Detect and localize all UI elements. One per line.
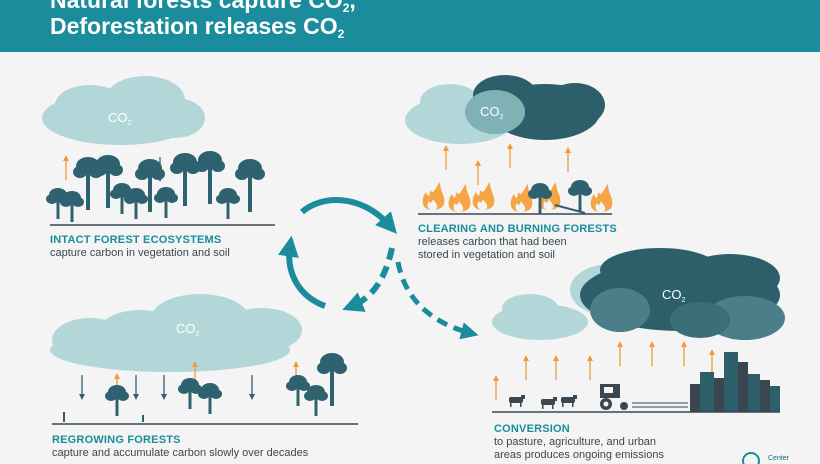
caption-regrowing: REGROWING FORESTS capture and accumulate… — [52, 434, 308, 460]
regrowing-capture-arrow-1 — [78, 374, 86, 401]
burning-arrow-2 — [474, 159, 482, 186]
diagram-canvas: CO2 CO2 — [42, 75, 785, 425]
conversion-fence — [632, 402, 688, 408]
caption-regrowing-line-1: capture and accumulate carbon slowly ove… — [52, 447, 309, 459]
regrowing-co2-label: CO2 — [176, 321, 200, 338]
burning-co2-cloud: CO2 — [405, 75, 605, 144]
conversion-city — [690, 352, 780, 412]
caption-intact-line-1: capture carbon in vegetation and soil — [50, 247, 230, 259]
caption-burning-line-2: stored in vegetation and soil — [418, 249, 555, 261]
burning-fallen-trees — [528, 180, 592, 214]
burning-co2-label: CO2 — [480, 104, 504, 121]
conversion-arrow-3 — [552, 354, 560, 381]
conversion-co2-label: CO2 — [662, 287, 686, 304]
caption-conversion: CONVERSION to pasture, agriculture, and … — [494, 423, 664, 462]
conversion-arrow-8 — [708, 348, 716, 375]
conversion-livestock — [509, 395, 577, 409]
conversion-arrow-1 — [492, 374, 500, 401]
logo-ring-icon — [742, 452, 760, 464]
regrowing-capture-arrow-2 — [132, 374, 140, 401]
intact-trees — [46, 151, 265, 222]
caption-burning-heading: CLEARING AND BURNING FORESTS — [418, 223, 617, 235]
regrowing-capture-arrow-4 — [248, 374, 256, 401]
header-banner: Natural forests capture CO2, Deforestati… — [0, 0, 820, 52]
burning-arrow-3 — [506, 142, 514, 169]
cycle-arrow-to-intact — [278, 235, 327, 309]
title-line-1: Natural forests capture CO2, — [50, 0, 356, 15]
logo-text: Center — [768, 455, 790, 462]
cycle-arrow-to-burning — [300, 197, 397, 234]
intact-co2-label: CO2 — [108, 110, 132, 127]
intact-forest-scene: CO2 — [42, 76, 275, 226]
conversion-scene: CO2 — [492, 248, 785, 413]
burning-arrow-4 — [564, 146, 572, 173]
intact-release-arrow — [62, 154, 70, 181]
conversion-arrow-4 — [586, 354, 594, 381]
regrowing-forest-scene: CO2 — [50, 294, 358, 425]
caption-conversion-line-1: to pasture, agriculture, and urban — [494, 436, 657, 448]
cycle-arrow-to-regrowing — [342, 247, 395, 312]
caption-intact: INTACT FOREST ECOSYSTEMS capture carbon … — [50, 234, 230, 260]
cycle-arrow-to-conversion — [395, 261, 479, 340]
conversion-arrow-5 — [616, 340, 624, 367]
carbon-cycle-arrows — [278, 197, 479, 340]
intact-co2-cloud: CO2 — [42, 76, 205, 145]
burning-arrow-1 — [442, 144, 450, 171]
caption-regrowing-heading: REGROWING FORESTS — [52, 434, 181, 446]
caption-burning: CLEARING AND BURNING FORESTS releases ca… — [418, 223, 617, 262]
conversion-arrow-2 — [522, 354, 530, 381]
title-line-2: Deforestation releases CO2 — [50, 13, 345, 41]
conversion-arrow-6 — [648, 340, 656, 367]
caption-burning-line-1: releases carbon that had been — [418, 236, 567, 248]
caption-conversion-line-2: areas produces ongoing emissions — [494, 449, 664, 461]
regrowing-trees — [63, 353, 347, 422]
caption-conversion-heading: CONVERSION — [494, 423, 570, 435]
organization-logo: Center — [742, 452, 820, 464]
caption-intact-heading: INTACT FOREST ECOSYSTEMS — [50, 234, 222, 246]
regrowing-co2-cloud: CO2 — [50, 294, 302, 372]
conversion-tractor — [600, 384, 628, 410]
conversion-co2-cloud: CO2 — [492, 248, 785, 340]
conversion-arrow-7 — [680, 340, 688, 367]
burning-forest-scene: CO2 — [405, 75, 613, 215]
regrowing-capture-arrow-3 — [160, 374, 168, 401]
